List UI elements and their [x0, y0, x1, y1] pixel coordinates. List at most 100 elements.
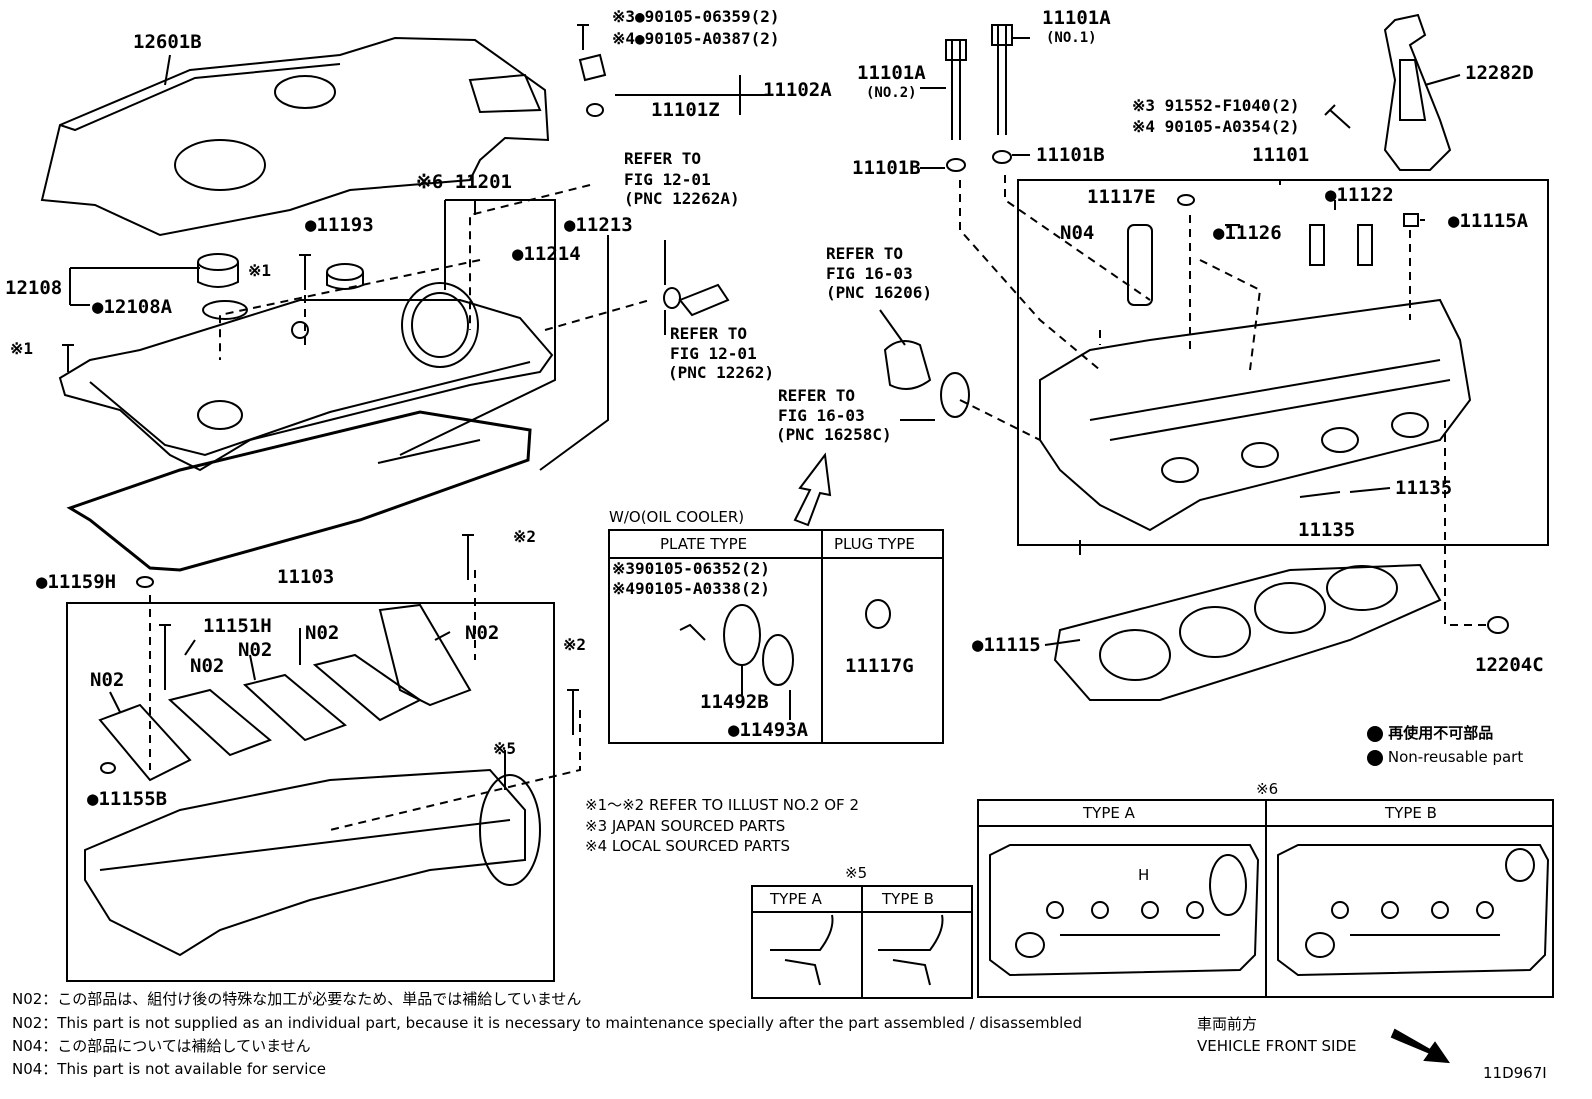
oil-cooler-title: W/O(OIL COOLER) — [609, 508, 745, 526]
mark-n02-e: N02 — [90, 669, 125, 691]
mark-x2-b: ※2 — [563, 635, 587, 654]
legend-jp: ● 再使用不可部品 — [1370, 724, 1494, 742]
refer-d-1: REFER TO — [778, 386, 856, 405]
legend-en: ● Non-reusable part — [1370, 748, 1524, 766]
valve-cover-illustration — [58, 282, 554, 472]
part-11103: 11103 — [277, 566, 335, 588]
part-11213: ●11213 — [564, 214, 633, 236]
refer-b-3: (PNC 12262) — [668, 363, 774, 382]
refer-note-3: ※4 LOCAL SOURCED PARTS — [585, 837, 790, 855]
part-12108: 12108 — [5, 277, 63, 299]
footnote-n02-jp: N02：この部品は、組付け後の特殊な加工が必要なため、単品では補給していません — [12, 990, 582, 1008]
vehicle-front-arrow — [1390, 1028, 1451, 1064]
part-11193: ●11193 — [305, 214, 374, 236]
part-11201: ※6 11201 — [416, 171, 512, 193]
part-11101a-no2: 11101A — [857, 62, 926, 84]
refer-note-2: ※3 JAPAN SOURCED PARTS — [585, 817, 786, 835]
cam-sensor-illustration — [578, 53, 765, 117]
refer-a-1: REFER TO — [624, 149, 702, 168]
solid-leaders — [69, 54, 1461, 646]
bolt-91552-f1040: ※3 91552-F1040(2) — [1132, 96, 1300, 115]
refer-c-1: REFER TO — [826, 244, 904, 263]
bolt-90105-a0387: ※4●90105-A0387(2) — [612, 29, 780, 48]
cylinder-head-illustration — [1039, 194, 1472, 532]
oil-cooler-box — [608, 529, 944, 744]
part-11101z: 11101Z — [651, 99, 720, 121]
mark-n02-c: N02 — [190, 655, 225, 677]
x6-type-a: TYPE A — [1083, 804, 1135, 822]
bolt-90105-06352: ※390105-06352(2) — [612, 559, 770, 578]
camshaft-housing-box — [66, 602, 555, 982]
part-11493a: ●11493A — [728, 719, 809, 741]
footnote-n02-en: N02：This part is not supplied as an indi… — [12, 1014, 1083, 1032]
mark-x1-b: ※1 — [10, 339, 34, 358]
mark-n02-b: N02 — [465, 622, 500, 644]
part-12108a: ●12108A — [92, 296, 173, 318]
engine-cover-illustration — [40, 36, 550, 237]
part-11101a-no1-sub: (NO.1) — [1046, 30, 1097, 46]
plate-type-header: PLATE TYPE — [660, 535, 748, 553]
plug-type-header: PLUG TYPE — [834, 535, 915, 553]
head-gasket-illustration — [1053, 563, 1442, 701]
part-11117g: 11117G — [845, 655, 914, 677]
small-bolts — [62, 24, 1351, 372]
refer-c-3: (PNC 16206) — [826, 283, 932, 302]
x6-h-mark: H — [1138, 866, 1150, 884]
part-11115: ●11115 — [972, 634, 1041, 656]
part-11155b: ●11155B — [87, 788, 168, 810]
x6-mark: ※6 — [1256, 780, 1279, 798]
mark-x2-a: ※2 — [513, 527, 537, 546]
x6-valve-covers — [989, 844, 1550, 977]
refer-a-3: (PNC 12262A) — [624, 189, 740, 208]
pcv-hose-illustration — [663, 240, 730, 335]
part-11101b-left: 11101B — [852, 157, 921, 179]
part-11117e: 11117E — [1087, 186, 1156, 208]
camshaft-housing-illustration — [84, 534, 579, 957]
part-11214: ●11214 — [512, 243, 581, 265]
head-bolts-illustration — [920, 24, 1030, 172]
part-11135-a: 11135 — [1395, 477, 1453, 499]
part-12282d: 12282D — [1465, 62, 1534, 84]
mark-n02-d: N02 — [238, 639, 273, 661]
vehicle-front-jp: 車両前方 — [1197, 1015, 1258, 1033]
refer-b-2: FIG 12-01 — [670, 344, 757, 363]
mark-n04: N04 — [1060, 222, 1095, 244]
cylinder-head-box — [1017, 179, 1549, 546]
part-12601b: 12601B — [133, 31, 202, 53]
oil-cooler-parts-illustration — [679, 599, 891, 720]
refer-b-1: REFER TO — [670, 324, 748, 343]
valve-cover-gasket-illustration — [66, 410, 532, 572]
mark-x1-a: ※1 — [248, 261, 272, 280]
x5-type-a: TYPE A — [770, 890, 822, 908]
x6-type-b: TYPE B — [1385, 804, 1437, 822]
refer-a-2: FIG 12-01 — [624, 170, 711, 189]
refer-note-1: ※1～※2 REFER TO ILLUST NO.2 OF 2 — [585, 796, 859, 814]
part-11115a: ●11115A — [1448, 210, 1529, 232]
part-11102a: 11102A — [763, 79, 832, 101]
figure-id: 11D967I — [1483, 1064, 1547, 1082]
x5-type-b: TYPE B — [882, 890, 934, 908]
x5-mark: ※5 — [845, 864, 868, 882]
part-11101b-right: 11101B — [1036, 144, 1105, 166]
part-11101a-no1: 11101A — [1042, 7, 1111, 29]
oil-filler-cap-illustration — [197, 253, 364, 320]
engine-hanger-illustration — [1383, 13, 1452, 171]
footnote-n04-jp: N04：この部品については補給していません — [12, 1037, 311, 1055]
part-12204c: 12204C — [1475, 654, 1544, 676]
refer-d-2: FIG 16-03 — [778, 406, 865, 425]
vehicle-front-en: VEHICLE FRONT SIDE — [1197, 1037, 1357, 1055]
footnote-n04-en: N04：This part is not available for servi… — [12, 1060, 326, 1078]
bolt-90105-a0338: ※490105-A0338(2) — [612, 579, 770, 598]
part-11122: ●11122 — [1325, 184, 1394, 206]
part-11159h: ●11159H — [36, 571, 117, 593]
part-11101a-no2-sub: (NO.2) — [866, 85, 917, 101]
part-11135-b: 11135 — [1298, 519, 1356, 541]
reference-arrow — [793, 452, 832, 527]
part-11101: 11101 — [1252, 144, 1310, 166]
bolt-90105-06359: ※3●90105-06359(2) — [612, 7, 780, 26]
part-11151h: 11151H — [203, 615, 272, 637]
part-11126: ●11126 — [1213, 222, 1282, 244]
refer-d-3: (PNC 16258C) — [776, 425, 892, 444]
mark-x5-callout: ※5 — [493, 739, 517, 758]
